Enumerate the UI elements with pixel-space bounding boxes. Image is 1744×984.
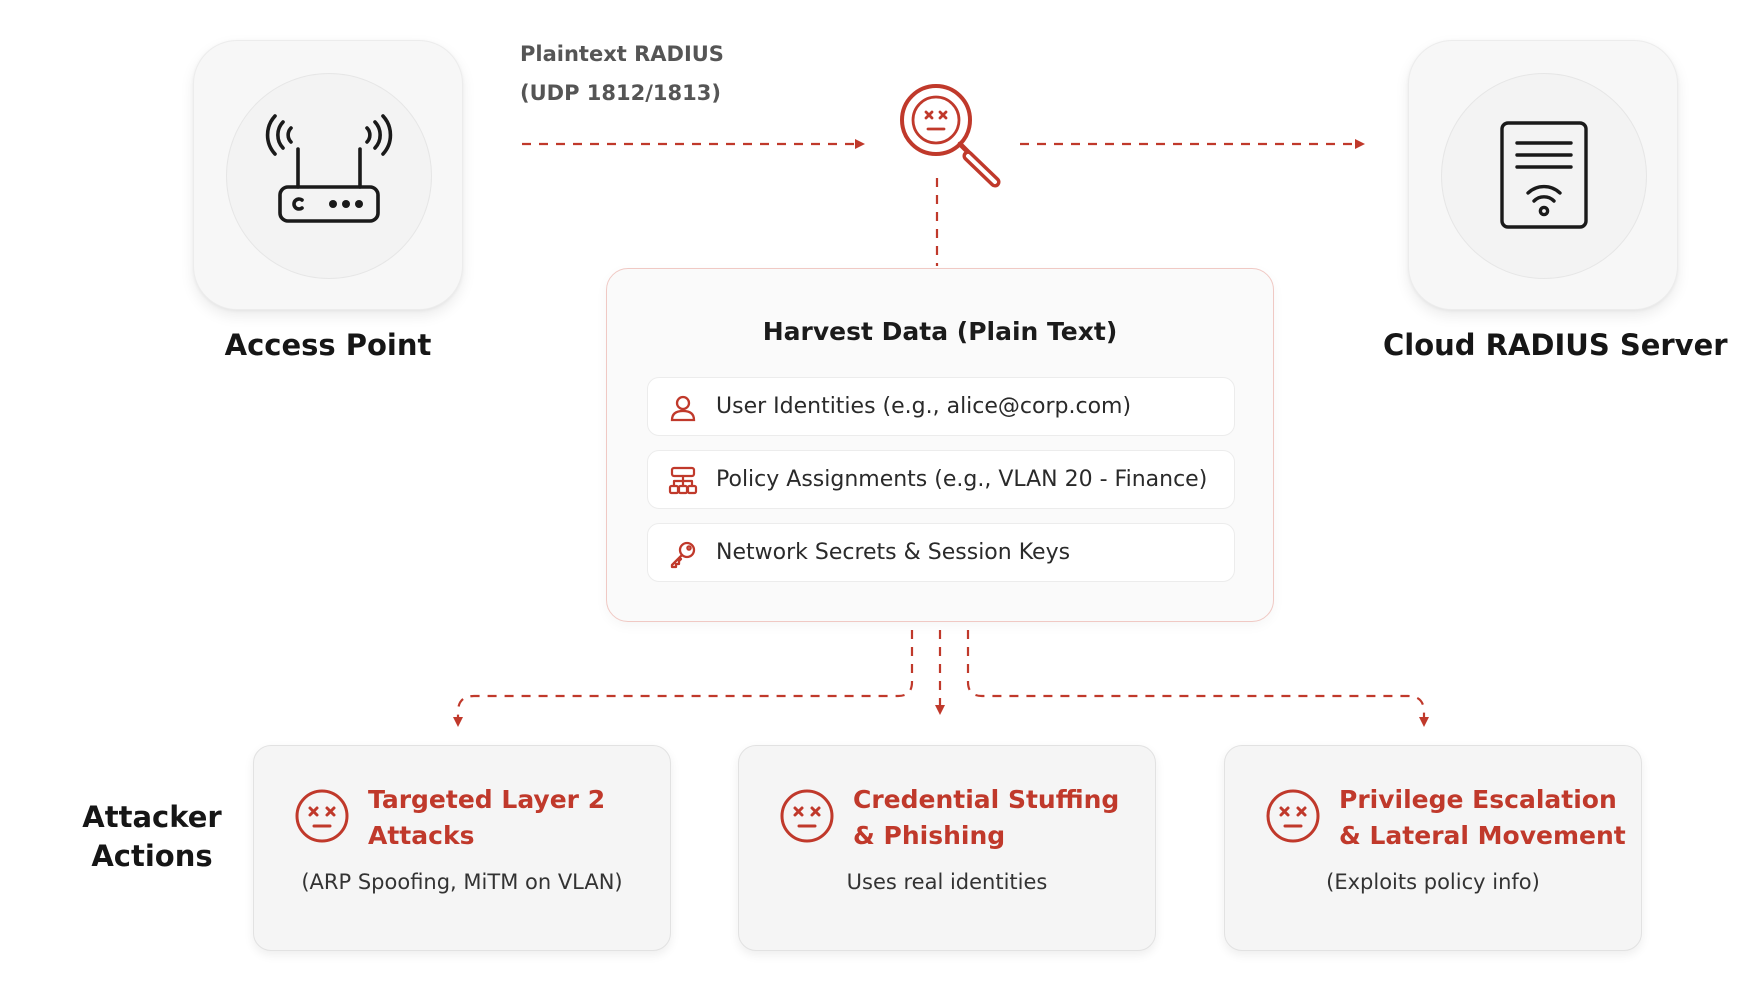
arrow-harvest-to-action-3 bbox=[966, 630, 1429, 727]
harvest-data-card: Harvest Data (Plain Text) User Identitie… bbox=[606, 268, 1274, 622]
action-card-layer2: Targeted Layer 2 Attacks (ARP Spoofing, … bbox=[253, 745, 671, 951]
server-label: Cloud RADIUS Server bbox=[1383, 328, 1728, 362]
harvest-item-identities: User Identities (e.g., alice@corp.com) bbox=[647, 377, 1235, 436]
dead-face-icon bbox=[780, 789, 834, 843]
action-title: Targeted Layer 2 Attacks bbox=[368, 785, 606, 850]
action-subtitle: Uses real identities bbox=[846, 870, 1048, 894]
access-point-label: Access Point bbox=[224, 328, 432, 362]
harvest-title: Harvest Data (Plain Text) bbox=[762, 317, 1118, 346]
harvest-item-text: Policy Assignments (e.g., VLAN 20 - Fina… bbox=[716, 467, 1208, 492]
server-tile bbox=[1408, 40, 1678, 310]
harvest-item-text: Network Secrets & Session Keys bbox=[716, 540, 1071, 565]
action-title: Credential Stuffing & Phishing bbox=[853, 785, 1120, 850]
dead-face-icon bbox=[1266, 789, 1320, 843]
dead-face-icon bbox=[295, 789, 349, 843]
hierarchy-icon bbox=[668, 466, 698, 495]
protocol-label-line1: Plaintext RADIUS bbox=[520, 42, 724, 66]
action-card-privilege: Privilege Escalation & Lateral Movement … bbox=[1224, 745, 1642, 951]
access-point-tile bbox=[193, 40, 463, 310]
router-icon bbox=[265, 114, 393, 223]
attacker-actions-label: Attacker Actions bbox=[82, 800, 222, 873]
action-title: Privilege Escalation & Lateral Movement bbox=[1339, 785, 1626, 850]
key-icon bbox=[670, 541, 696, 569]
wifi-server-icon bbox=[1500, 121, 1588, 229]
harvest-item-secrets: Network Secrets & Session Keys bbox=[647, 523, 1235, 582]
harvest-item-policy: Policy Assignments (e.g., VLAN 20 - Fina… bbox=[647, 450, 1235, 509]
action-card-credential: Credential Stuffing & Phishing Uses real… bbox=[738, 745, 1156, 951]
harvest-item-text: User Identities (e.g., alice@corp.com) bbox=[716, 394, 1132, 419]
action-subtitle: (Exploits policy info) bbox=[1326, 870, 1540, 894]
magnifier-dead-face-icon bbox=[900, 84, 1001, 188]
action-subtitle: (ARP Spoofing, MiTM on VLAN) bbox=[301, 870, 623, 894]
protocol-label-line2: (UDP 1812/1813) bbox=[520, 81, 721, 105]
arrow-harvest-to-action-1 bbox=[453, 630, 914, 727]
user-icon bbox=[670, 395, 696, 422]
